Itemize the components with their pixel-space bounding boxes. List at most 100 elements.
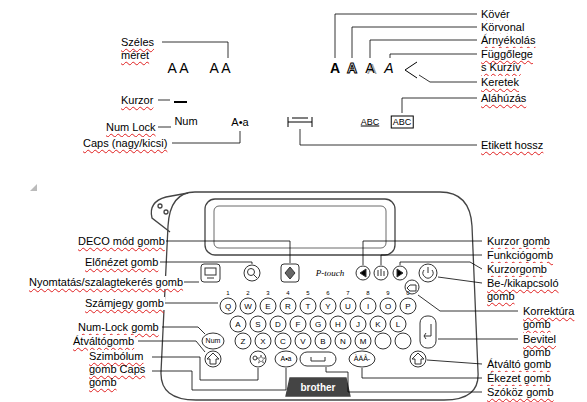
digit-label: 6 (326, 290, 329, 297)
key-button (380, 298, 396, 314)
key-button (315, 333, 331, 349)
callout-label: Bevitel gomb (522, 333, 574, 359)
callout-label: Caps (nagy/kicsi) (82, 137, 168, 150)
callout-label: Szóköz gomb (486, 386, 555, 399)
key-label: V (300, 337, 305, 346)
key-label: W (244, 302, 252, 311)
key-label: Num (206, 337, 221, 345)
callout-label: Be-/kikapcsoló gomb (486, 277, 570, 303)
corner-mark (30, 184, 37, 191)
display-glyph: A (384, 60, 393, 76)
digit-label: 1 (226, 290, 229, 297)
key-label: ÀÄÂ- (354, 355, 370, 363)
key-label: D (275, 320, 281, 329)
key-button (260, 298, 276, 314)
key-label: I (367, 302, 369, 311)
key-button (290, 316, 306, 332)
key-button (390, 316, 406, 332)
callout-label: Előnézet gomb (84, 256, 159, 269)
key-button (355, 333, 371, 349)
key-button (370, 316, 386, 332)
key-label: G (315, 320, 321, 329)
display-indicator: ABC (391, 116, 414, 129)
key-button (350, 316, 366, 332)
display-glyph: A (330, 60, 340, 76)
display-indicator: Num (174, 115, 197, 128)
callout-label: Szimbólum gomb Caps gomb (88, 350, 152, 389)
digit-label: 5 (306, 290, 309, 297)
key-label: A (235, 320, 240, 329)
key-label: H (335, 320, 341, 329)
callout-label: Kurzor (120, 94, 154, 107)
buttons (201, 264, 437, 367)
key-button (275, 333, 291, 349)
key-button (400, 298, 416, 314)
digit-label: 4 (286, 290, 289, 297)
display-indicator: A•a (231, 116, 248, 129)
callout-label: Széles méret (120, 36, 162, 62)
callout-label: Nyomtatás/szalagtekerés gomb (28, 276, 184, 289)
key-button (295, 333, 311, 349)
callout-label: Korrektúra gomb (522, 305, 584, 331)
callout-label: Számjegy gomb (84, 297, 165, 310)
key-button (270, 316, 286, 332)
display-indicator: ABC (361, 116, 380, 129)
letter-keys (220, 298, 416, 349)
key-button (310, 316, 326, 332)
display-glyph: A A (209, 60, 230, 76)
callout-label: Num-Lock gomb (77, 321, 160, 334)
key-button (255, 333, 271, 349)
key-button (220, 298, 236, 314)
leader-lines (138, 14, 518, 392)
key-label: Q (225, 302, 231, 311)
callout-label: Körvonal (480, 21, 525, 34)
key-label: P (405, 302, 410, 311)
brand-text: brother (301, 381, 336, 394)
digit-label: 8 (366, 290, 369, 297)
digit-label: 0 (406, 290, 409, 297)
key-button (330, 316, 346, 332)
key-label: Y (325, 302, 330, 311)
key-label: J (356, 320, 360, 329)
key-label: A•a (280, 355, 291, 363)
key-button (280, 298, 296, 314)
callout-label: Etikett hossz (480, 139, 544, 152)
callout-label: Keretek (480, 76, 520, 89)
digit-label: 7 (346, 290, 349, 297)
callout-label: Num Lock (105, 121, 157, 134)
key-label: X (260, 337, 265, 346)
key-label: T (306, 302, 311, 311)
key-label: M (360, 337, 367, 346)
callout-label: Kurzorgomb (486, 263, 548, 276)
key-button (240, 298, 256, 314)
key-button (235, 333, 251, 349)
key-label: Z (241, 337, 246, 346)
callout-label: Aláhúzás (480, 92, 527, 105)
key-label: O (385, 302, 391, 311)
key-label: B (320, 337, 325, 346)
callout-label: Kövér (480, 8, 511, 21)
key-button (335, 333, 351, 349)
callout-label: Funkciógomb (486, 249, 554, 262)
callout-label: Árnyékolás (480, 34, 536, 47)
digit-label: 9 (386, 290, 389, 297)
key-button (230, 316, 246, 332)
key-label: S (255, 320, 260, 329)
display-glyph: A A (167, 60, 188, 76)
key-label: C (280, 337, 286, 346)
callout-label: Kurzor gomb (486, 235, 551, 248)
digit-label: 2 (246, 290, 249, 297)
key-label: N (340, 337, 346, 346)
digit-label: 3 (266, 290, 269, 297)
key-label: L (396, 320, 400, 329)
display-glyph: A (365, 60, 374, 76)
callout-label: Átváltó gomb (486, 358, 552, 371)
callout-label: DECO mód gomb (77, 235, 166, 248)
logo-text: P-touch (316, 267, 345, 280)
key-label: E (265, 302, 270, 311)
callout-label: Ékezet gomb (486, 372, 552, 385)
key-label: R (285, 302, 291, 311)
display-glyph: A (347, 60, 357, 76)
key-label: F (296, 320, 301, 329)
key-button (360, 298, 376, 314)
